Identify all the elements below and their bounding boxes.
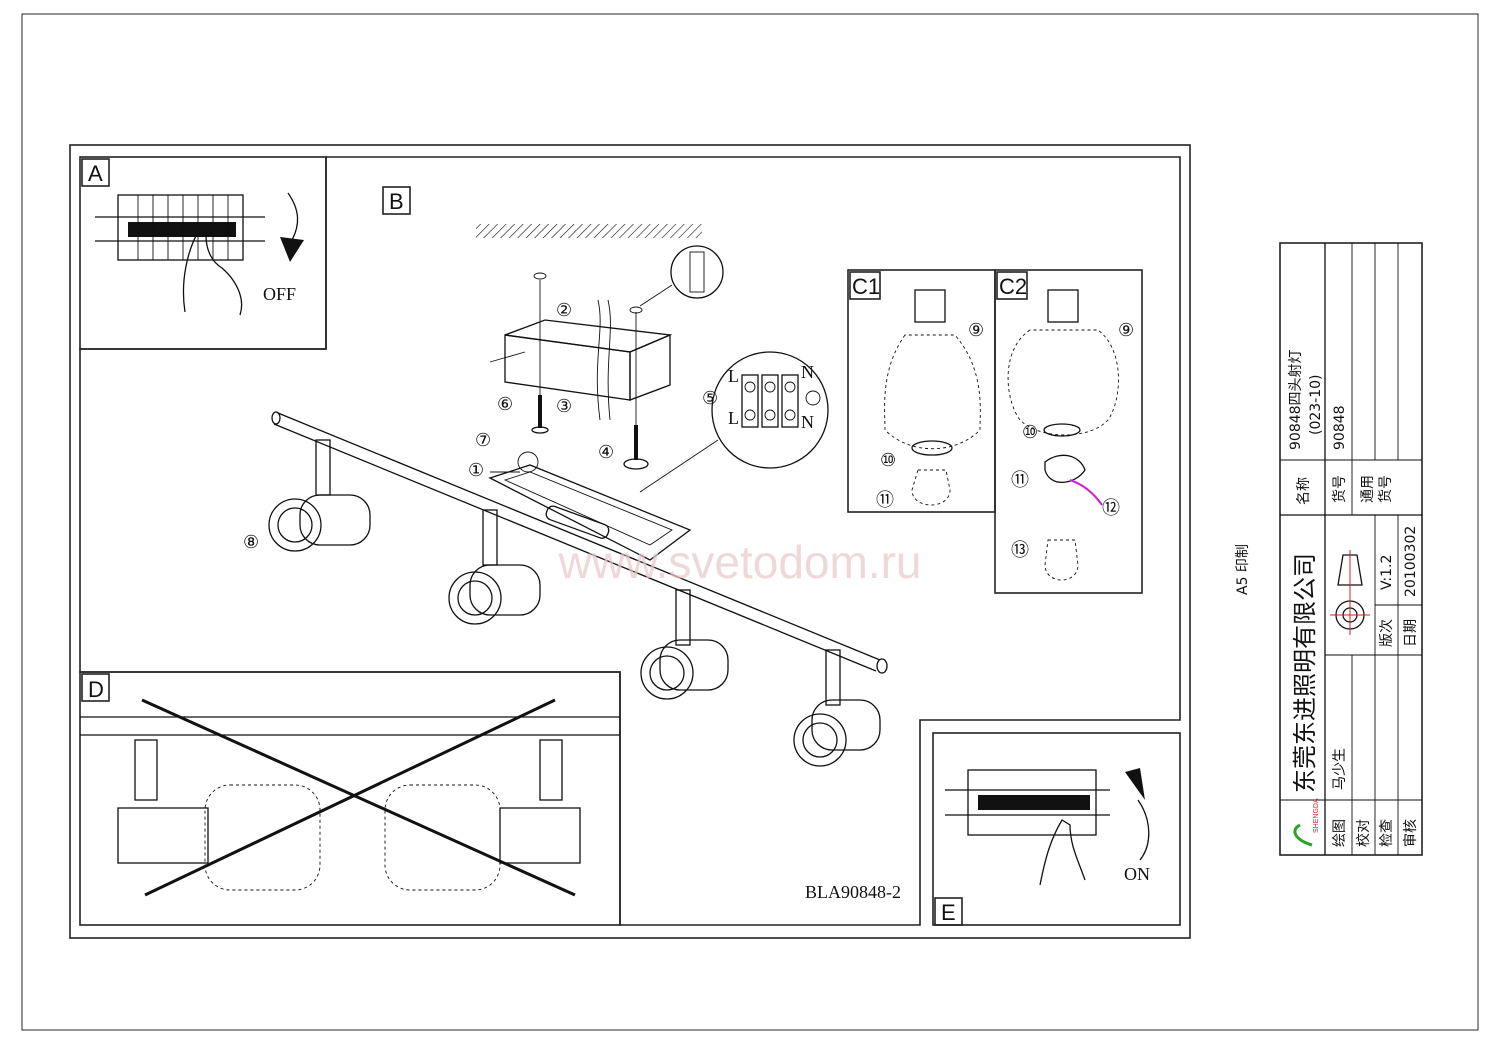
item-no-label: 货号 [1331, 475, 1348, 503]
glass-shade [884, 334, 981, 450]
socket-thread-icon [914, 289, 946, 323]
panel-d: D [79, 671, 621, 926]
company-name: 东莞东进照明有限公司 [1291, 553, 1319, 793]
date: 20100302 [1403, 526, 1419, 597]
item-no: 90848 [1332, 405, 1348, 450]
step-11-c2: ⑪ [1011, 470, 1029, 491]
step-9: ⑨ [968, 320, 984, 341]
company-logo: SHENGDA [1293, 798, 1320, 847]
spot-head [448, 509, 541, 625]
step-2: ② [556, 300, 572, 321]
step-3: ③ [556, 396, 572, 417]
spot-head [793, 649, 881, 767]
print-note: A5 印制 [1235, 544, 1251, 595]
checked-label: 校对 [1355, 819, 1372, 847]
panel-a: A OFF [79, 156, 327, 350]
terminal-neutral-bottom: N [801, 412, 814, 432]
version-label: 版次 [1379, 619, 1395, 647]
screw-icon [531, 395, 649, 470]
ceiling-plate [488, 451, 692, 561]
date-label: 日期 [1403, 619, 1419, 647]
terminal-block-detail: L L N N ⑤ [639, 351, 829, 493]
drawn-label: 绘图 [1332, 819, 1348, 847]
general-item-label-2: 货号 [1377, 475, 1394, 503]
junction-box [504, 272, 673, 440]
general-item-label: 通用 [1360, 475, 1376, 503]
step-1: ① [468, 460, 484, 481]
drawn-by: 马少生 [1332, 748, 1348, 790]
panel-c1-label: C1 [852, 274, 880, 299]
name-label: 名称 [1296, 477, 1312, 505]
bulb-icon [911, 469, 951, 506]
terminal-live-top: L [728, 366, 739, 386]
off-label: OFF [263, 284, 296, 304]
product-code: (023-10) [1308, 374, 1324, 435]
spot-head [268, 439, 371, 552]
svg-text:SHENGDA: SHENGDA [1313, 798, 1320, 833]
spotlight-bar [271, 411, 888, 674]
step-7: ⑦ [475, 430, 491, 451]
step-9-c2: ⑨ [1118, 320, 1134, 341]
step-13: ⑬ [1011, 540, 1029, 561]
cross-out-line [144, 698, 556, 897]
wall-plug-icon [639, 245, 724, 307]
breaker-strip-icon [95, 194, 265, 261]
terminal-neutral-top: N [801, 362, 814, 382]
panel-c1: C1 ⑨ ⑩ ⑪ [847, 269, 996, 513]
product-name: 90848四头射灯 [1288, 349, 1304, 450]
step-8: ⑧ [243, 532, 259, 553]
page-border [21, 13, 1479, 1031]
cross-out-line [141, 698, 576, 897]
panel-d-label: D [88, 677, 104, 702]
switch-arrow-icon [287, 192, 299, 241]
hand-icon [182, 231, 243, 316]
step-10-c2: ⑩ [1022, 422, 1038, 443]
switch-arrow-icon [1137, 799, 1150, 861]
panel-e-label: E [941, 900, 956, 925]
panel-c2-label: C2 [999, 274, 1027, 299]
magenta-arrow-icon [1069, 479, 1103, 506]
hand-icon [1039, 819, 1086, 886]
step-10: ⑩ [880, 450, 896, 471]
inspected-label: 检查 [1379, 819, 1395, 847]
step-12: ⑫ [1102, 498, 1120, 519]
panel-e: E ON [932, 732, 1181, 926]
step-5: ⑤ [702, 388, 718, 409]
panel-b-label: B [389, 189, 404, 214]
clip-ring-icon [1044, 454, 1086, 484]
spot-head [640, 589, 729, 700]
projection-symbol-icon [1330, 550, 1370, 635]
panel-c2: C2 ⑨ ⑩ ⑪ ⑫ ⑬ [994, 269, 1143, 594]
watermark: www.svetodom.ru [557, 536, 921, 588]
step-6: ⑥ [497, 394, 513, 415]
approved-label: 审核 [1403, 819, 1419, 847]
title-block: SHENGDA 东莞东进照明有限公司 名称 90848四头射灯 (023-10)… [1279, 242, 1423, 856]
panel-a-label: A [88, 161, 103, 186]
terminal-live-bottom: L [728, 408, 739, 428]
drawing-code: BLA90848-2 [805, 882, 901, 902]
step-11: ⑪ [876, 490, 894, 511]
version: V:1.2 [1379, 555, 1395, 590]
breaker-strip-icon [967, 769, 1097, 836]
on-label: ON [1124, 864, 1150, 884]
step-4: ④ [598, 442, 614, 463]
main-frame [69, 144, 1191, 939]
ceiling-hatch [476, 224, 702, 238]
